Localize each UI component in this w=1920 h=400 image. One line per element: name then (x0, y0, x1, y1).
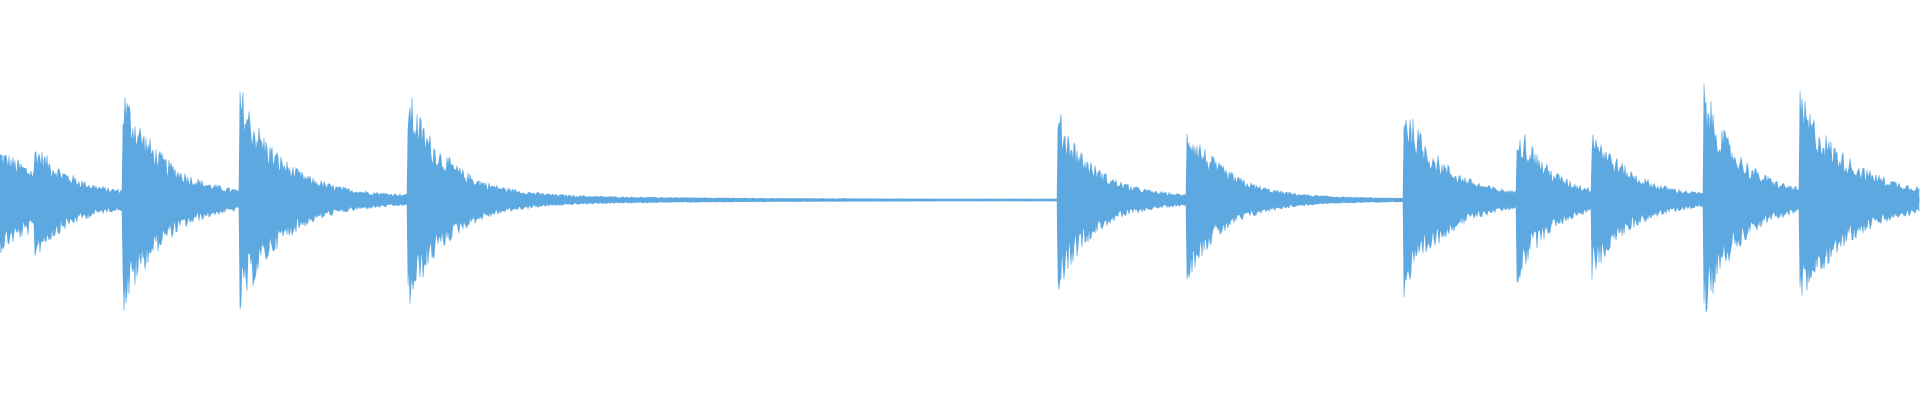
waveform-envelope (0, 83, 1920, 313)
